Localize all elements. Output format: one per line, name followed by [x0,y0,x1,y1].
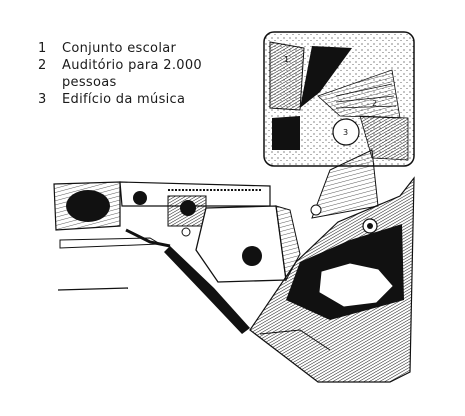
connector-node [310,204,322,216]
central-circle [242,246,262,266]
school-complex [53,181,271,291]
legend-label-1: Conjunto escolar [62,41,177,56]
upper-block: 1 2 3 [263,31,415,167]
legend-item-3: 3 Edifício da música [38,91,248,108]
upper-block-lower-mass [272,116,300,150]
upper-block-left-mass [269,41,305,111]
legend-item-1: 1 Conjunto escolar [38,40,248,57]
legend-label-3: Edifício da música [62,92,186,107]
legend-number-2: 2 [38,58,47,73]
marker-3: 3 [343,128,348,137]
legend-label-2: Auditório para 2.000 pessoas [62,58,202,90]
legend-item-2: 2 Auditório para 2.000 pessoas [38,57,248,91]
music-building-circle [332,118,360,146]
legend-number-1: 1 [38,41,47,56]
lower-right-mass [249,176,415,383]
school-circle-left [133,191,147,205]
legend: 1 Conjunto escolar 2 Auditório para 2.00… [38,40,248,108]
school-dark-court [66,190,110,222]
promenade [164,246,250,334]
marker-1: 1 [284,55,289,64]
legend-number-3: 3 [38,92,47,107]
upper-block-dark-wedge [300,46,352,108]
ground-line [57,287,129,291]
marker-2: 2 [372,99,377,108]
lower-right-void [319,263,393,307]
central-building [195,205,287,283]
